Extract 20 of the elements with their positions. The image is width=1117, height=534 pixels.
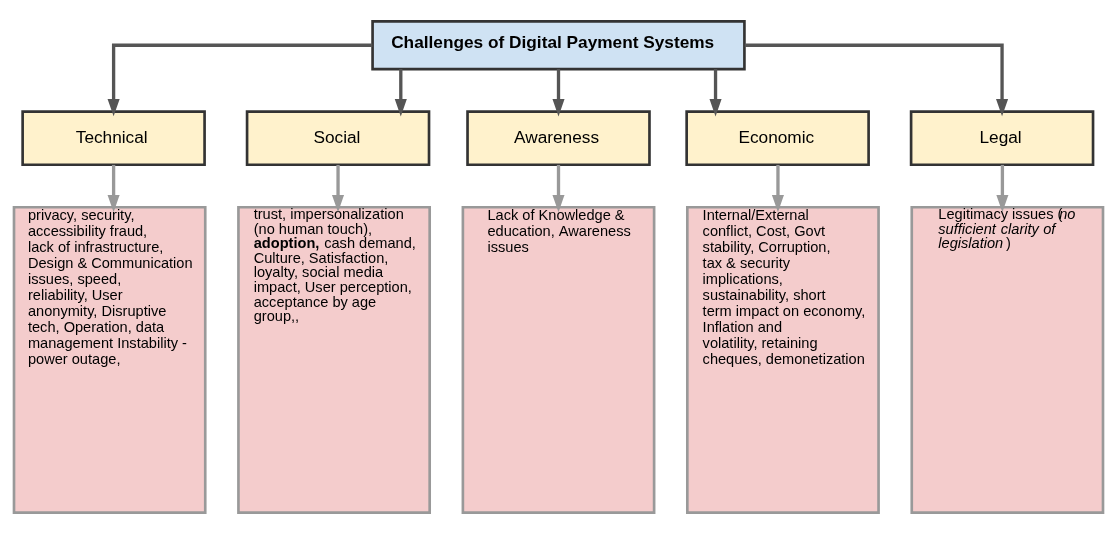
arrow [552,164,565,213]
arrow [996,164,1009,213]
node-box: Technical [21,110,206,167]
node-box: privacy, security, accessibility fraud, lack of infrastructure, Design & Communication issues, speed, reliability, User anonymity, Disruptive tech, Operation, data management Instability - power outage, [12,205,207,515]
arrow [332,164,345,213]
node-box: Legal [909,110,1095,167]
arrow [709,69,722,117]
arrow [394,69,407,117]
arrow [744,43,1009,117]
arrow [107,43,373,117]
node-box: Economic [685,110,870,167]
node-box: Lack of Knowledge & education, Awareness issues [461,205,656,515]
node-box: Internal/External conflict, Cost, Govt stability, Corruption, tax & security implications, sustainability, short term impact on economy, Inflation and volatility, retaining cheques, demonetization [686,205,880,515]
node-box: Social [245,110,431,167]
arrow [771,164,784,213]
node-box: Awareness [466,110,651,167]
arrow [107,164,120,213]
arrow [552,69,565,117]
node-box: Challenges of Digital Payment Systems [371,19,746,71]
node-box: trust, impersonalization (no human touch), adoption, cash demand, Culture, Satisfaction, loyalty, social media impact, User perception, acceptance by age group,, [237,205,431,515]
